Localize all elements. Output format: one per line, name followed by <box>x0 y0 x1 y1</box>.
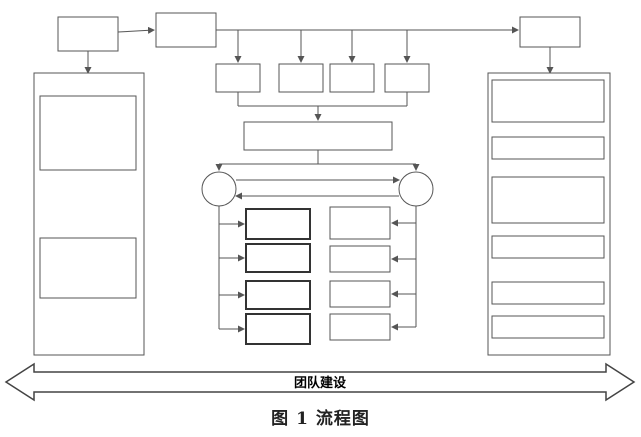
right-metric-2 <box>329 245 391 273</box>
intervention-box-2 <box>278 63 324 93</box>
left-metric-2 <box>245 243 311 273</box>
right-panel-box-5 <box>491 281 605 305</box>
box-top-right <box>519 16 581 48</box>
cpr-quality-box <box>243 121 393 151</box>
arrow-top-1 <box>117 26 155 34</box>
right-panel-box-3 <box>491 176 605 224</box>
team-building-arrow <box>4 362 636 402</box>
team-building-label: 团队建设 <box>294 375 347 391</box>
left-metric-3 <box>245 280 311 310</box>
right-panel-box-2 <box>491 136 605 160</box>
intervention-box-1 <box>215 63 261 93</box>
box-top-second <box>155 12 217 48</box>
right-metric-3 <box>329 280 391 308</box>
box-top-left <box>57 16 119 52</box>
circle-left <box>201 171 237 207</box>
right-metric-1 <box>329 206 391 240</box>
left-metric-4 <box>245 313 311 345</box>
left-panel-box-1 <box>39 95 137 171</box>
intervention-box-3 <box>329 63 375 93</box>
right-metric-4 <box>329 313 391 341</box>
left-panel-box-2 <box>39 237 137 299</box>
circle-right <box>398 171 434 207</box>
right-panel-box-6 <box>491 315 605 339</box>
left-metric-1 <box>245 208 311 240</box>
intervention-box-4 <box>384 63 430 93</box>
right-panel-box-4 <box>491 235 605 259</box>
right-panel-box-1 <box>491 79 605 123</box>
figure-caption: 图 1 流程图 <box>271 409 370 429</box>
